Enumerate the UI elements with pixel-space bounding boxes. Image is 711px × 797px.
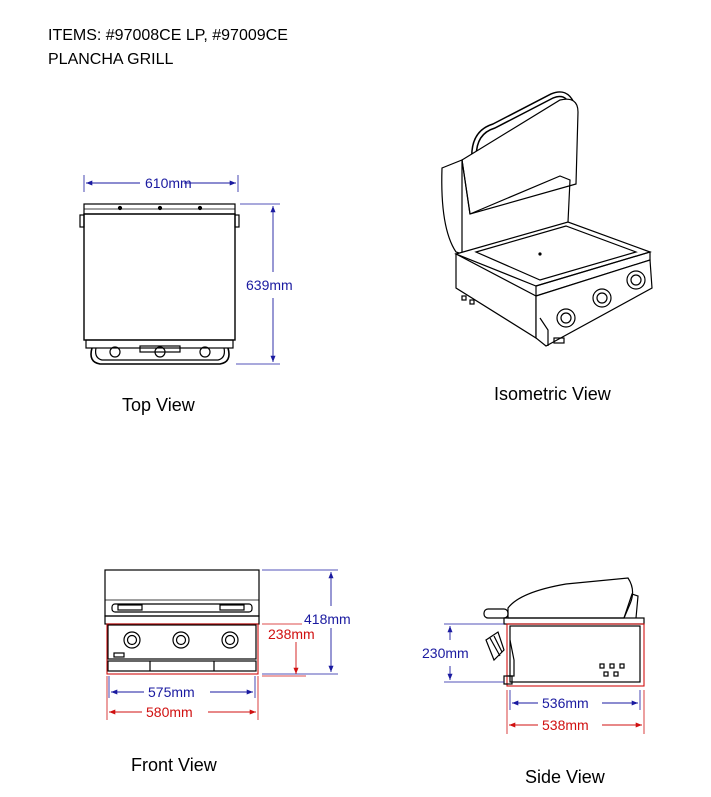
front-outer-width-label: 580mm [146,704,193,720]
top-width-label: 610mm [145,175,192,191]
isometric-view-caption: Isometric View [494,384,611,404]
top-depth-dimension [236,203,280,365]
front-view-drawing [104,569,260,675]
top-view-drawing [79,203,240,365]
items-header: ITEMS: #97008CE LP, #97009CE [48,27,288,44]
side-height-label: 230mm [422,645,469,661]
front-inner-width-dimension [108,676,256,698]
product-title: PLANCHA GRILL [48,51,174,68]
isometric-view-drawing [441,91,653,347]
front-view-caption: Front View [131,755,217,775]
top-width-dimension [83,175,239,192]
front-inner-width-label: 575mm [148,684,195,700]
front-height-label: 418mm [304,611,351,627]
top-view-caption: Top View [122,395,195,415]
front-body-height-dimension [262,623,306,677]
side-height-dimension [444,623,504,683]
side-view-caption: Side View [525,767,605,787]
side-outer-depth-dimension [506,690,645,734]
side-inner-depth-label: 536mm [542,695,589,711]
top-depth-label: 639mm [246,277,293,293]
front-height-dimension [262,569,338,675]
front-outer-width-dimension [106,676,259,720]
side-inner-depth-dimension [509,690,641,710]
side-view-drawing [483,577,645,687]
front-body-height-label: 238mm [268,626,315,642]
side-outer-depth-label: 538mm [542,717,589,733]
